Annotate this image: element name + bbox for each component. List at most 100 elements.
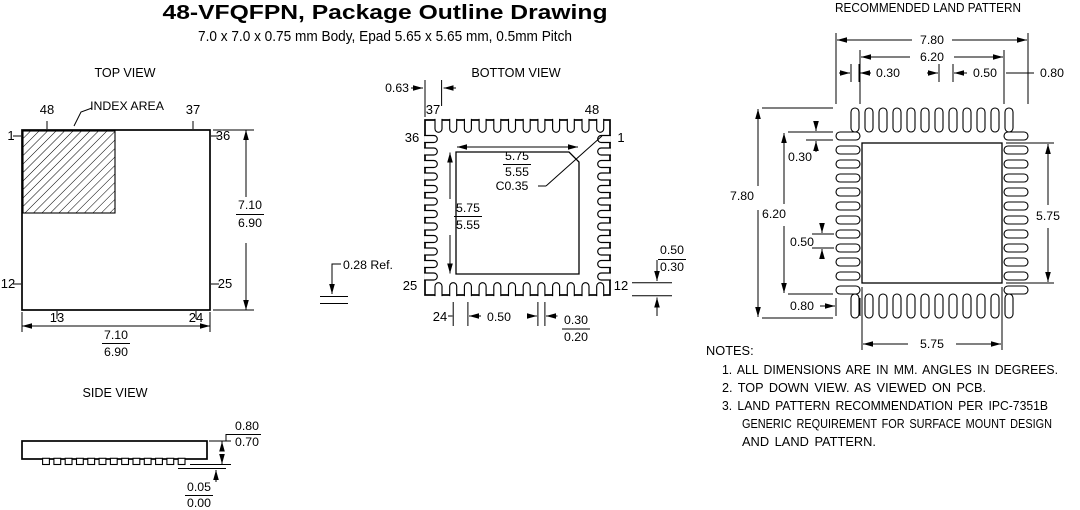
page-title: 48-VFQFPN, Package Outline Drawing bbox=[163, 1, 608, 24]
land-pad bbox=[835, 215, 861, 225]
land-pad bbox=[934, 107, 944, 133]
lead bbox=[552, 282, 561, 297]
lead bbox=[597, 197, 611, 206]
land-pad bbox=[850, 293, 860, 319]
land-pad bbox=[948, 293, 958, 319]
lead bbox=[507, 282, 517, 297]
top-pin-25: 25 bbox=[218, 276, 232, 291]
side-lead bbox=[87, 457, 96, 466]
lead bbox=[434, 118, 443, 133]
dim-body-width: 7.10 6.90 bbox=[21, 312, 211, 359]
lead bbox=[463, 282, 472, 297]
dim-epad-width: 5.75 5.55 bbox=[457, 144, 578, 179]
pin-corner-ticks bbox=[13, 121, 219, 319]
land-pad bbox=[835, 271, 861, 281]
index-area-label: INDEX AREA bbox=[90, 99, 165, 113]
land-pad bbox=[878, 107, 888, 133]
dim-pitch-value: 0.50 bbox=[487, 310, 511, 324]
lead bbox=[597, 222, 611, 231]
lead bbox=[581, 282, 590, 297]
lead bbox=[449, 118, 458, 133]
note-line-3-cont-2: AND LAND PATTERN. bbox=[742, 434, 876, 449]
bottom-pin-12: 12 bbox=[614, 278, 628, 293]
land-pad bbox=[835, 173, 861, 183]
bottom-view: BOTTOM VIEW 0.63 37 48 36 1 25 12 24 5.7… bbox=[320, 66, 686, 344]
land-pad bbox=[850, 107, 860, 133]
bottom-pin-25: 25 bbox=[403, 278, 417, 293]
lp-dim-pad-width-top: 0.30 bbox=[839, 64, 900, 82]
lead bbox=[493, 282, 502, 297]
dim-body-width-min: 6.90 bbox=[104, 345, 128, 359]
side-view-leads bbox=[42, 457, 186, 466]
dim-total-height-max: 0.80 bbox=[235, 419, 259, 433]
lead bbox=[597, 259, 611, 269]
land-pad bbox=[962, 293, 972, 319]
index-area-leader bbox=[73, 107, 93, 127]
land-pad bbox=[878, 293, 888, 319]
land-pad bbox=[990, 293, 1000, 319]
bottom-pin-36: 36 bbox=[405, 130, 419, 145]
dim-lead-width-min: 0.20 bbox=[564, 330, 588, 344]
land-pad bbox=[1003, 229, 1029, 239]
lp-dim-pad-length-bottom: 0.80 bbox=[790, 298, 861, 316]
note-line-3: 3. LAND PATTERN RECOMMENDATION PER IPC-7… bbox=[722, 398, 1048, 413]
lp-dim-epad-width: 5.75 bbox=[861, 287, 1003, 351]
bottom-pin-24: 24 bbox=[433, 309, 447, 324]
side-lead bbox=[177, 457, 186, 466]
land-pad bbox=[1003, 159, 1029, 169]
land-pad bbox=[906, 293, 916, 319]
lead bbox=[434, 282, 443, 297]
lead bbox=[424, 272, 438, 281]
dim-lead-length: 0.50 0.30 bbox=[632, 243, 686, 316]
lp-dim-pad-width-left: 0.30 bbox=[788, 121, 833, 164]
lead bbox=[424, 222, 438, 231]
top-pin-24: 24 bbox=[189, 310, 203, 325]
lead bbox=[424, 209, 438, 219]
land-pad bbox=[835, 243, 861, 253]
land-pad bbox=[976, 107, 986, 133]
lead bbox=[597, 247, 611, 256]
lp-dim-span-width-inner: 6.20 bbox=[859, 50, 1005, 104]
dim-epad-width-max: 5.75 bbox=[505, 149, 529, 163]
land-pad bbox=[948, 107, 958, 133]
dim-total-height-min: 0.70 bbox=[235, 435, 259, 449]
side-lead bbox=[155, 457, 163, 466]
lead bbox=[597, 147, 611, 156]
dim-edge-to-lead: 0.63 bbox=[385, 80, 456, 117]
page-subtitle: 7.0 x 7.0 x 0.75 mm Body, Epad 5.65 x 5.… bbox=[198, 29, 572, 45]
index-area-hatch bbox=[22, 130, 116, 214]
lead bbox=[566, 282, 575, 297]
land-pad bbox=[934, 293, 944, 319]
dim-lead-width-max: 0.30 bbox=[564, 313, 588, 327]
land-pad bbox=[920, 293, 930, 319]
land-pattern-pads bbox=[835, 107, 1029, 319]
dim-epad-height-max: 5.75 bbox=[456, 201, 480, 215]
land-pad bbox=[892, 107, 902, 133]
lp-pitch-top: 0.50 bbox=[973, 66, 997, 80]
lead bbox=[424, 147, 438, 156]
dim-standoff-max: 0.05 bbox=[187, 480, 211, 494]
lp-span-height-inner: 6.20 bbox=[762, 207, 786, 221]
lead bbox=[424, 134, 438, 144]
side-lead bbox=[75, 457, 84, 466]
top-view-label: TOP VIEW bbox=[94, 66, 155, 80]
top-pin-36: 36 bbox=[216, 128, 230, 143]
land-pad bbox=[1003, 145, 1029, 155]
lead bbox=[566, 118, 575, 133]
lead bbox=[424, 159, 438, 169]
land-pad bbox=[835, 187, 861, 197]
side-lead bbox=[121, 457, 130, 466]
lead bbox=[424, 259, 438, 269]
lead bbox=[597, 134, 611, 144]
lead bbox=[597, 172, 611, 181]
bottom-pin-48: 48 bbox=[585, 102, 599, 117]
lp-epad-height: 5.75 bbox=[1036, 209, 1060, 223]
land-pattern-epad bbox=[861, 142, 1003, 284]
lp-pitch-left: 0.50 bbox=[790, 235, 814, 249]
dim-ref: 0.28 Ref. bbox=[320, 258, 393, 304]
lp-pad-length-bottom: 0.80 bbox=[790, 299, 814, 313]
lead bbox=[424, 172, 438, 181]
land-pad bbox=[1003, 187, 1029, 197]
